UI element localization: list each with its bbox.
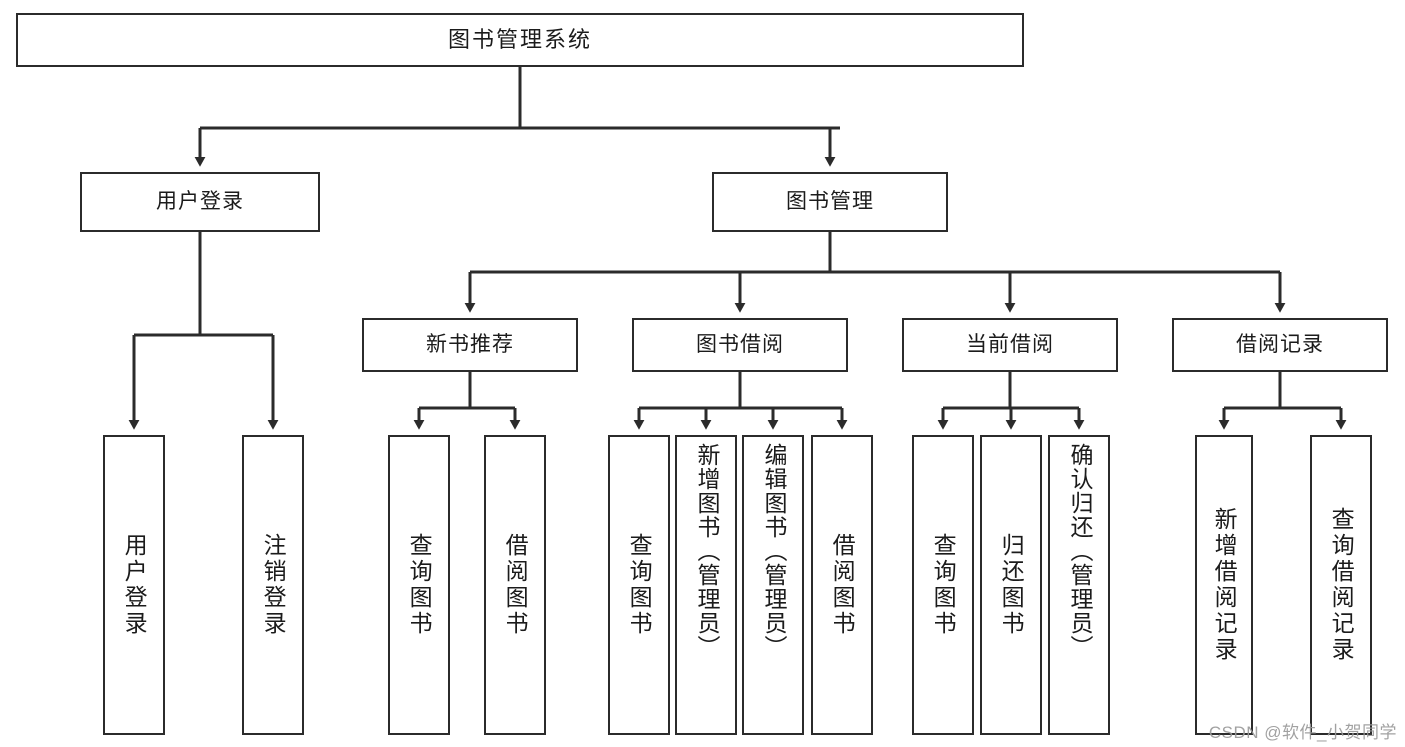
node-leaf-return-book[interactable]: 归还图书	[980, 435, 1042, 735]
node-label: 当前借阅	[966, 333, 1054, 357]
node-leaf-query-book-1[interactable]: 查询图书	[388, 435, 450, 735]
node-label: 新增借阅记录	[1211, 507, 1238, 663]
node-leaf-query-borrow-record[interactable]: 查询借阅记录	[1310, 435, 1372, 735]
node-label: 用户登录	[121, 533, 148, 637]
node-label: 确认归还（管理员）	[1066, 443, 1093, 659]
node-label: 归还图书	[998, 533, 1025, 637]
node-leaf-logout[interactable]: 注销登录	[242, 435, 304, 735]
node-label: 编辑图书（管理员）	[760, 443, 787, 659]
node-label: 新增图书（管理员）	[693, 443, 720, 659]
node-current-borrow[interactable]: 当前借阅	[902, 318, 1118, 372]
node-book-borrow[interactable]: 图书借阅	[632, 318, 848, 372]
node-leaf-confirm-return[interactable]: 确认归还（管理员）	[1048, 435, 1110, 735]
node-label: 查询图书	[626, 533, 653, 637]
node-leaf-edit-book[interactable]: 编辑图书（管理员）	[742, 435, 804, 735]
node-root-system[interactable]: 图书管理系统	[16, 13, 1024, 67]
node-label: 查询图书	[406, 533, 433, 637]
node-label: 注销登录	[260, 533, 287, 637]
node-label: 图书管理系统	[447, 26, 592, 52]
node-label: 借阅图书	[829, 533, 856, 637]
node-borrow-record[interactable]: 借阅记录	[1172, 318, 1388, 372]
node-label: 图书借阅	[696, 333, 784, 357]
watermark-text: CSDN @软件_小贺同学	[1208, 723, 1397, 742]
node-label: 图书管理	[786, 190, 874, 214]
node-label: 查询借阅记录	[1328, 507, 1355, 663]
node-label: 用户登录	[156, 190, 244, 214]
node-leaf-user-login[interactable]: 用户登录	[103, 435, 165, 735]
node-book-manage[interactable]: 图书管理	[712, 172, 948, 232]
node-leaf-borrow-book-2[interactable]: 借阅图书	[811, 435, 873, 735]
node-label: 查询图书	[930, 533, 957, 637]
node-label: 借阅图书	[502, 533, 529, 637]
node-leaf-add-book[interactable]: 新增图书（管理员）	[675, 435, 737, 735]
node-label: 新书推荐	[426, 333, 514, 357]
node-leaf-add-borrow-record[interactable]: 新增借阅记录	[1195, 435, 1253, 735]
node-leaf-query-book-2[interactable]: 查询图书	[608, 435, 670, 735]
node-user-login[interactable]: 用户登录	[80, 172, 320, 232]
node-leaf-query-book-3[interactable]: 查询图书	[912, 435, 974, 735]
node-new-book-recommend[interactable]: 新书推荐	[362, 318, 578, 372]
node-leaf-borrow-book-1[interactable]: 借阅图书	[484, 435, 546, 735]
node-label: 借阅记录	[1236, 333, 1324, 357]
